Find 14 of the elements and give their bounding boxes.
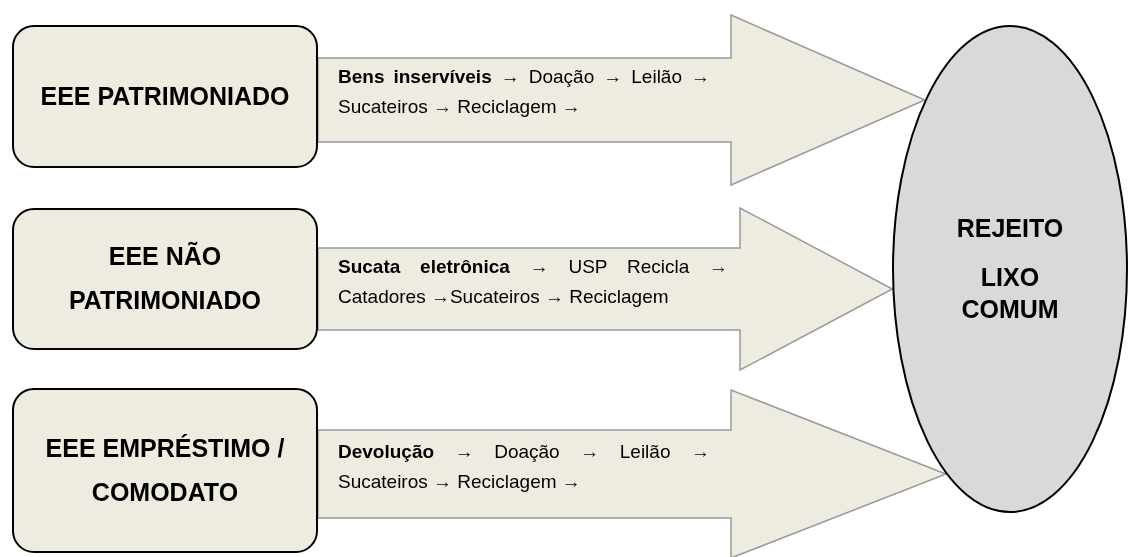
node-label: LIXO COMUM xyxy=(960,261,1060,326)
node-label: EEE PATRIMONIADO xyxy=(40,80,290,112)
process-box xyxy=(12,208,318,350)
block-arrow xyxy=(317,388,949,557)
process-box xyxy=(12,388,318,553)
process-box xyxy=(12,25,318,168)
edge-label: Sucata eletrônica → USP Recicla → Catadores →Sucateiros → Reciclagem xyxy=(338,255,728,310)
block-arrow xyxy=(317,206,894,372)
edge-label: Devolução → Doação → Leilão → Sucateiros → Reciclagem → xyxy=(338,440,710,495)
edge-label: Bens inservíveis → Doação → Leilão → Sucateiros → Reciclagem → xyxy=(338,65,710,120)
node-label: REJEITO xyxy=(955,213,1065,245)
node-label: EEE EMPRÉSTIMO / COMODATO xyxy=(44,432,286,508)
node-label: EEE NÃO PATRIMONIADO xyxy=(67,240,263,316)
block-arrow xyxy=(317,13,927,187)
